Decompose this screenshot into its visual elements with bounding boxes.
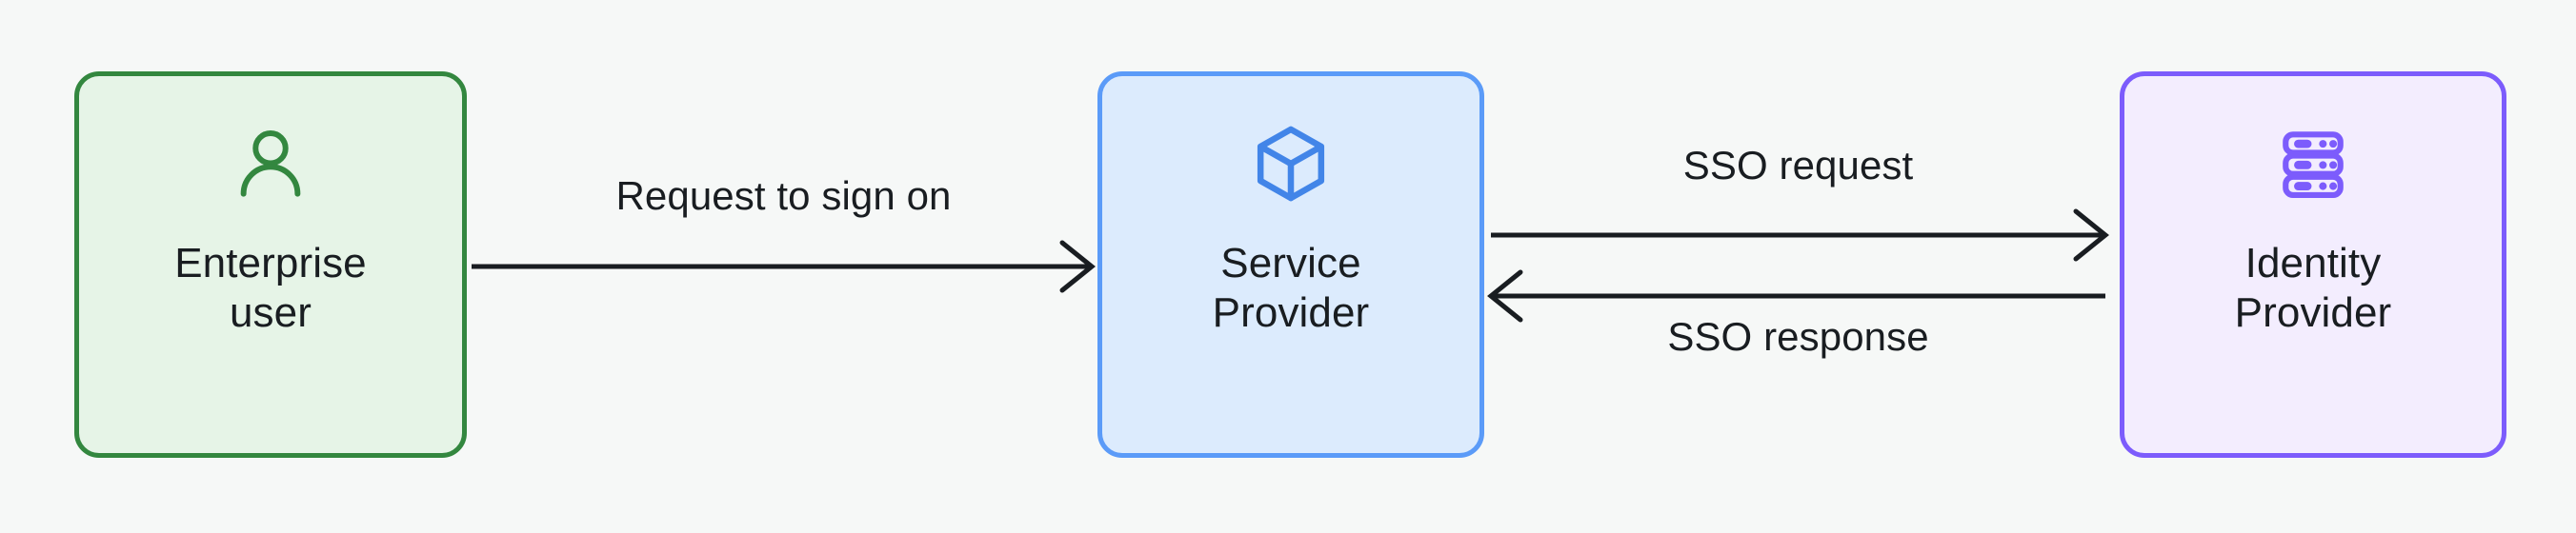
node-label-enterprise-user: Enterprise user: [174, 240, 367, 336]
edge-sso-request: [1491, 208, 2109, 262]
cube-icon: [1247, 120, 1335, 212]
node-label-service-provider: Service Provider: [1212, 240, 1370, 336]
edge-sso-response: [1487, 269, 2105, 323]
edge-request-to-sign-on: [472, 240, 1096, 293]
server-icon: [2269, 120, 2357, 212]
node-label-identity-provider: Identity Provider: [2234, 240, 2392, 336]
edge-label-sso-response: SSO response: [1667, 314, 1929, 359]
node-enterprise-user[interactable]: Enterprise user: [74, 71, 467, 458]
user-icon: [227, 120, 314, 212]
edge-label-sso-request: SSO request: [1682, 143, 1914, 188]
arrowhead-right-icon: [2073, 208, 2109, 262]
node-service-provider[interactable]: Service Provider: [1097, 71, 1484, 458]
arrowhead-right-icon: [1059, 240, 1096, 293]
arrowhead-left-icon: [1487, 269, 1523, 323]
edge-label-request-to-sign-on: Request to sign on: [615, 173, 952, 218]
node-identity-provider[interactable]: Identity Provider: [2120, 71, 2506, 458]
